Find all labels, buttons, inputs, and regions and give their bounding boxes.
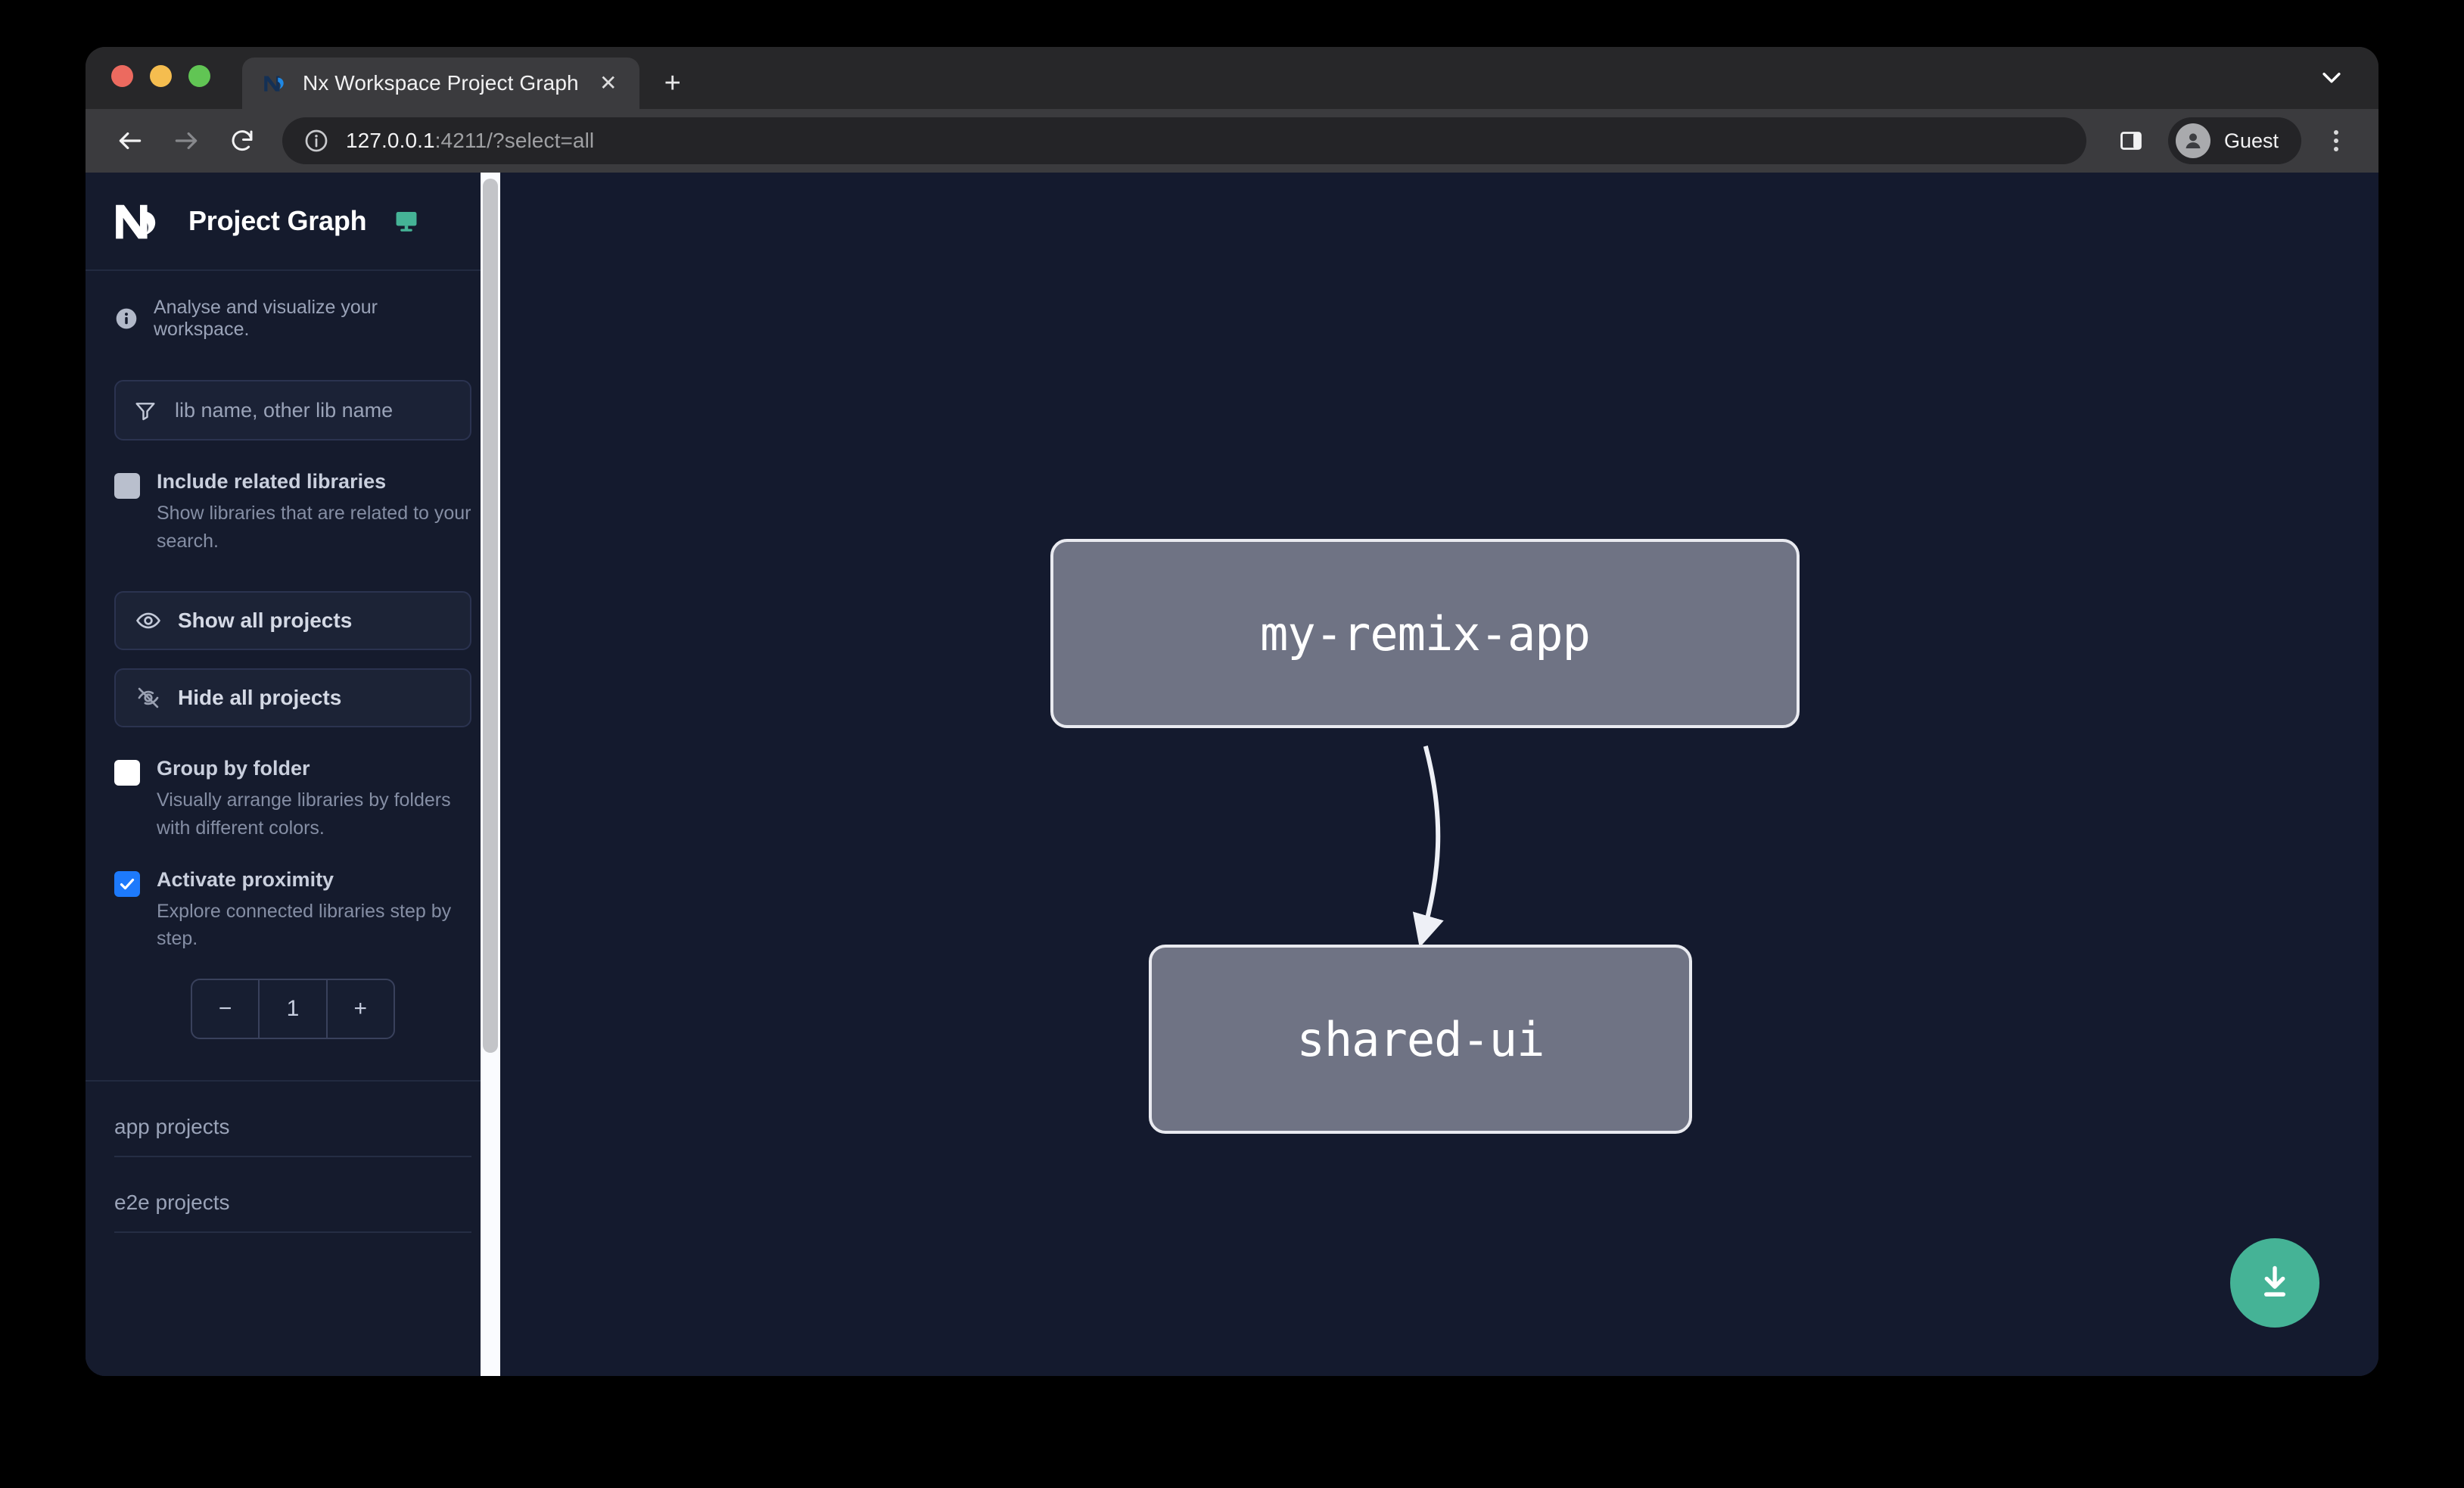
nx-favicon-icon (264, 76, 284, 92)
eye-icon (135, 612, 161, 629)
stepper-value: 1 (286, 995, 300, 1021)
graph-node-shared-ui[interactable]: shared-ui (1149, 945, 1692, 1134)
arrow-left-icon (119, 132, 142, 150)
browser-toolbar: 127.0.0.1:4211/?select=all Guest (86, 109, 2378, 173)
minimize-window-button[interactable] (150, 64, 172, 87)
arrow-right-icon (175, 132, 198, 150)
nx-logo-icon (116, 204, 156, 239)
stepper-decrement-button[interactable]: − (192, 979, 260, 1038)
activate-proximity-checkbox[interactable] (114, 870, 140, 897)
option-text-group: Activate proximity Explore connected lib… (157, 867, 471, 953)
menu-dot (2334, 130, 2338, 135)
url-path: :4211/?select=all (434, 129, 595, 152)
project-sections: app projects e2e projects (86, 1082, 500, 1233)
filter-icon-wrap (116, 381, 175, 439)
address-bar[interactable]: 127.0.0.1:4211/?select=all (282, 117, 2086, 164)
check-icon (120, 878, 135, 889)
window-controls (111, 47, 210, 109)
sidebar-header: Project Graph (86, 173, 500, 271)
reload-icon (232, 130, 253, 151)
info-text: Analyse and visualize your workspace. (154, 297, 378, 340)
back-button[interactable] (105, 116, 155, 166)
show-all-projects-label: Show all projects (178, 608, 353, 632)
browser-tab[interactable]: Nx Workspace Project Graph ✕ (242, 58, 639, 109)
tab-title: Nx Workspace Project Graph (303, 71, 579, 95)
stepper-increment-button[interactable]: + (325, 979, 394, 1038)
browser-menu-button[interactable] (2315, 117, 2357, 164)
section-header-app-projects[interactable]: app projects (114, 1082, 471, 1157)
chevron-down-icon (2322, 73, 2341, 83)
filter-container[interactable] (114, 380, 471, 440)
include-related-libraries-checkbox[interactable] (114, 473, 140, 499)
new-tab-button[interactable]: + (664, 67, 681, 99)
tab-search-button[interactable] (2310, 56, 2353, 98)
forward-button[interactable] (161, 116, 211, 166)
option-include-related-libraries[interactable]: Include related libraries Show libraries… (86, 469, 500, 555)
side-panel-button[interactable] (2106, 116, 2156, 166)
site-info-icon[interactable] (303, 128, 329, 154)
edge-my-remix-app-to-shared-ui (1412, 746, 1444, 948)
graph-node-label: my-remix-app (1260, 605, 1591, 662)
browser-window: Nx Workspace Project Graph ✕ + (86, 47, 2378, 1376)
monitor-icon[interactable] (394, 208, 419, 234)
option-description: Explore connected libraries step by step… (157, 901, 452, 950)
section-header-e2e-projects[interactable]: e2e projects (114, 1157, 471, 1233)
info-banner: Analyse and visualize your workspace. (86, 271, 500, 341)
sidebar-scrollbar[interactable] (481, 173, 500, 1376)
option-title: Activate proximity (157, 867, 334, 891)
close-tab-button[interactable]: ✕ (599, 71, 618, 95)
show-all-projects-button[interactable]: Show all projects (114, 590, 471, 650)
person-icon (2186, 133, 2201, 148)
info-icon (116, 308, 137, 329)
option-description: Show libraries that are related to your … (157, 503, 471, 552)
graph-edges (1412, 746, 1444, 948)
option-group-by-folder[interactable]: Group by folder Visually arrange librari… (86, 756, 500, 842)
profile-button[interactable]: Guest (2167, 117, 2301, 164)
tab-strip: Nx Workspace Project Graph ✕ + (86, 47, 2378, 109)
sidebar: Project Graph Analyse and visualize your… (86, 173, 500, 1376)
option-title: Include related libraries (157, 470, 387, 493)
app-body: Project Graph Analyse and visualize your… (86, 173, 2378, 1376)
visibility-buttons: Show all projects Hide all projects (86, 590, 500, 727)
avatar (2175, 123, 2210, 158)
reload-button[interactable] (217, 116, 267, 166)
maximize-window-button[interactable] (188, 64, 210, 87)
option-description: Visually arrange libraries by folders wi… (157, 789, 451, 839)
menu-dot (2334, 139, 2338, 143)
address-bar-url: 127.0.0.1:4211/?select=all (346, 129, 594, 153)
project-graph-canvas[interactable]: my-remix-app shared-ui (500, 173, 2378, 1376)
sidebar-scrollbar-thumb[interactable] (483, 179, 498, 1053)
option-text-group: Include related libraries Show libraries… (157, 469, 471, 555)
hide-all-projects-button[interactable]: Hide all projects (114, 668, 471, 727)
profile-label: Guest (2223, 129, 2279, 152)
proximity-stepper: − 1 + (191, 978, 395, 1039)
download-graph-button[interactable] (2230, 1238, 2319, 1328)
funnel-icon (135, 403, 155, 421)
option-activate-proximity[interactable]: Activate proximity Explore connected lib… (86, 867, 500, 953)
url-host: 127.0.0.1 (346, 129, 435, 152)
menu-dot (2334, 147, 2338, 151)
eye-slash-icon (138, 687, 159, 708)
download-icon (2264, 1265, 2285, 1297)
graph-node-label: shared-ui (1296, 1011, 1545, 1067)
option-text-group: Group by folder Visually arrange librari… (157, 756, 471, 842)
close-window-button[interactable] (111, 64, 133, 87)
hide-all-projects-label: Hide all projects (178, 685, 342, 709)
search-input[interactable] (175, 381, 470, 439)
graph-node-my-remix-app[interactable]: my-remix-app (1050, 539, 1800, 728)
group-by-folder-checkbox[interactable] (114, 759, 140, 786)
sidebar-divider (86, 1079, 500, 1082)
toolbar-right: Guest (2106, 116, 2357, 166)
page-title: Project Graph (188, 205, 367, 236)
side-panel-icon (2120, 132, 2142, 150)
option-title: Group by folder (157, 756, 310, 780)
